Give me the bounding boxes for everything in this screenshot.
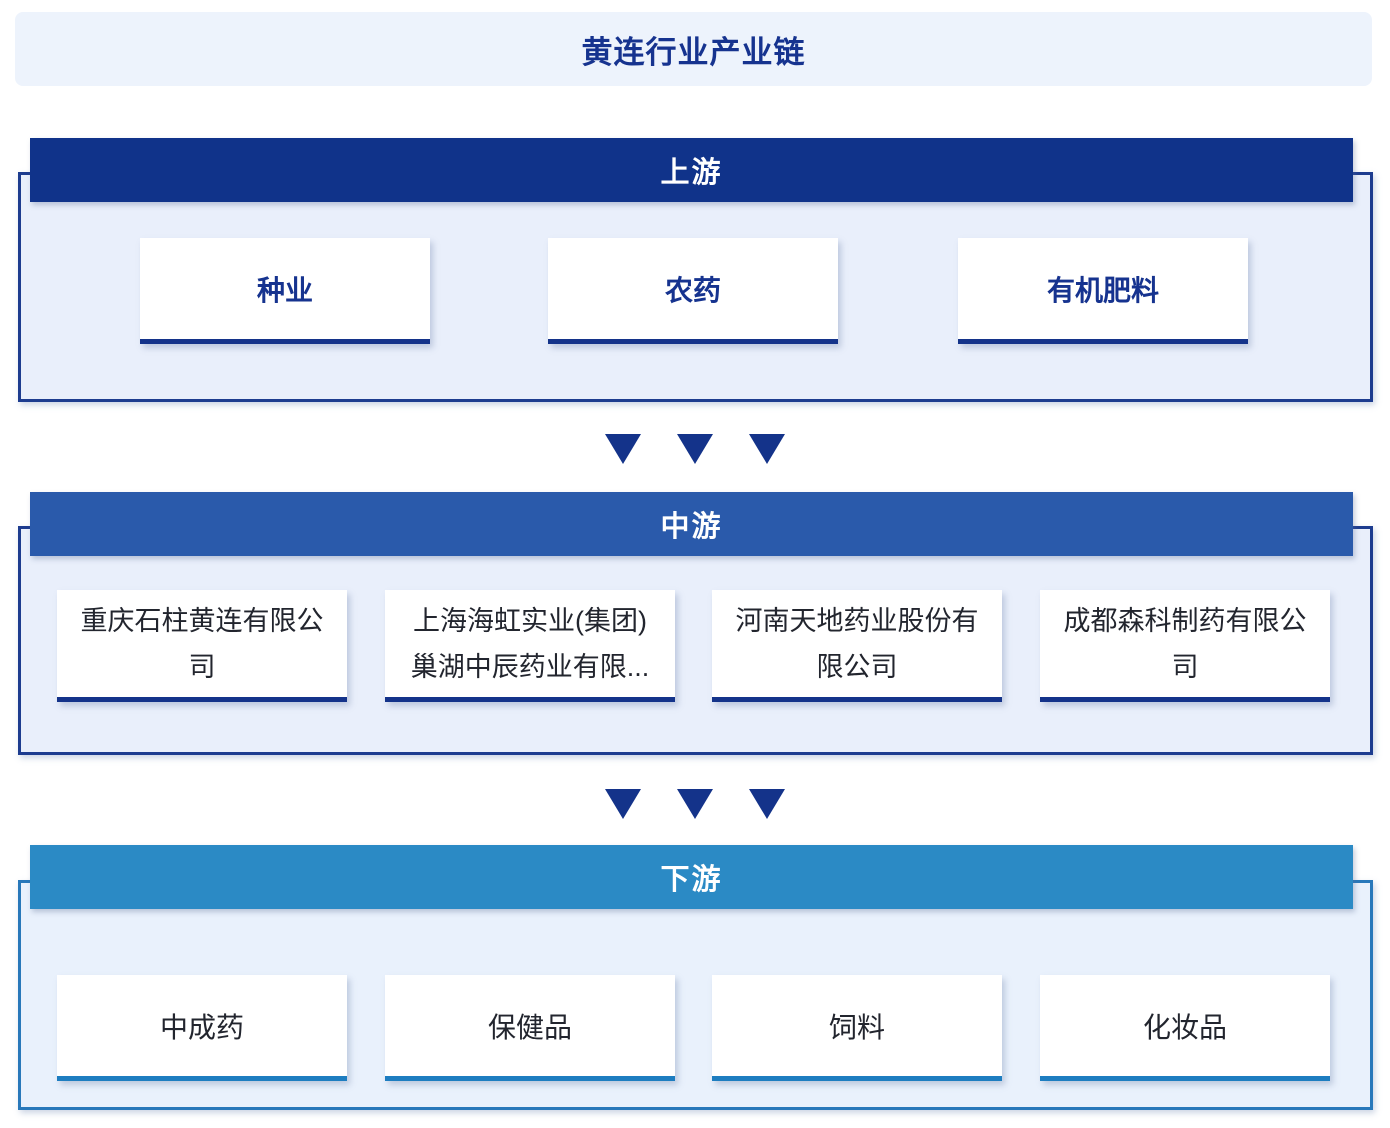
midstream-company-card: 成都森科制药有限公司 — [1040, 590, 1330, 702]
down-arrow-icon — [605, 434, 641, 464]
upstream-item-card: 农药 — [548, 238, 838, 344]
downstream-item-card: 保健品 — [385, 975, 675, 1081]
downstream-item-card: 化妆品 — [1040, 975, 1330, 1081]
upstream-section-label: 上游 — [660, 157, 723, 189]
arrow-row-upstream-to-midstream — [0, 434, 1390, 464]
down-arrow-icon — [749, 434, 785, 464]
page-title: 黄连行业产业链 — [581, 34, 806, 70]
down-arrow-icon — [677, 434, 713, 464]
downstream-section-header: 下游 — [30, 845, 1353, 909]
midstream-company-card: 重庆石柱黄连有限公司 — [57, 590, 347, 702]
downstream-item-card: 饲料 — [712, 975, 1002, 1081]
midstream-section-header: 中游 — [30, 492, 1353, 556]
diagram-title-bar: 黄连行业产业链 — [15, 12, 1372, 86]
upstream-section-header: 上游 — [30, 138, 1353, 202]
upstream-item-card: 种业 — [140, 238, 430, 344]
down-arrow-icon — [677, 789, 713, 819]
midstream-company-card: 河南天地药业股份有限公司 — [712, 590, 1002, 702]
arrow-row-midstream-to-downstream — [0, 789, 1390, 819]
midstream-section-label: 中游 — [660, 511, 723, 543]
downstream-item-card: 中成药 — [57, 975, 347, 1081]
down-arrow-icon — [605, 789, 641, 819]
down-arrow-icon — [749, 789, 785, 819]
midstream-company-card: 上海海虹实业(集团)巢湖中辰药业有限... — [385, 590, 675, 702]
upstream-item-card: 有机肥料 — [958, 238, 1248, 344]
downstream-section-label: 下游 — [660, 864, 723, 896]
